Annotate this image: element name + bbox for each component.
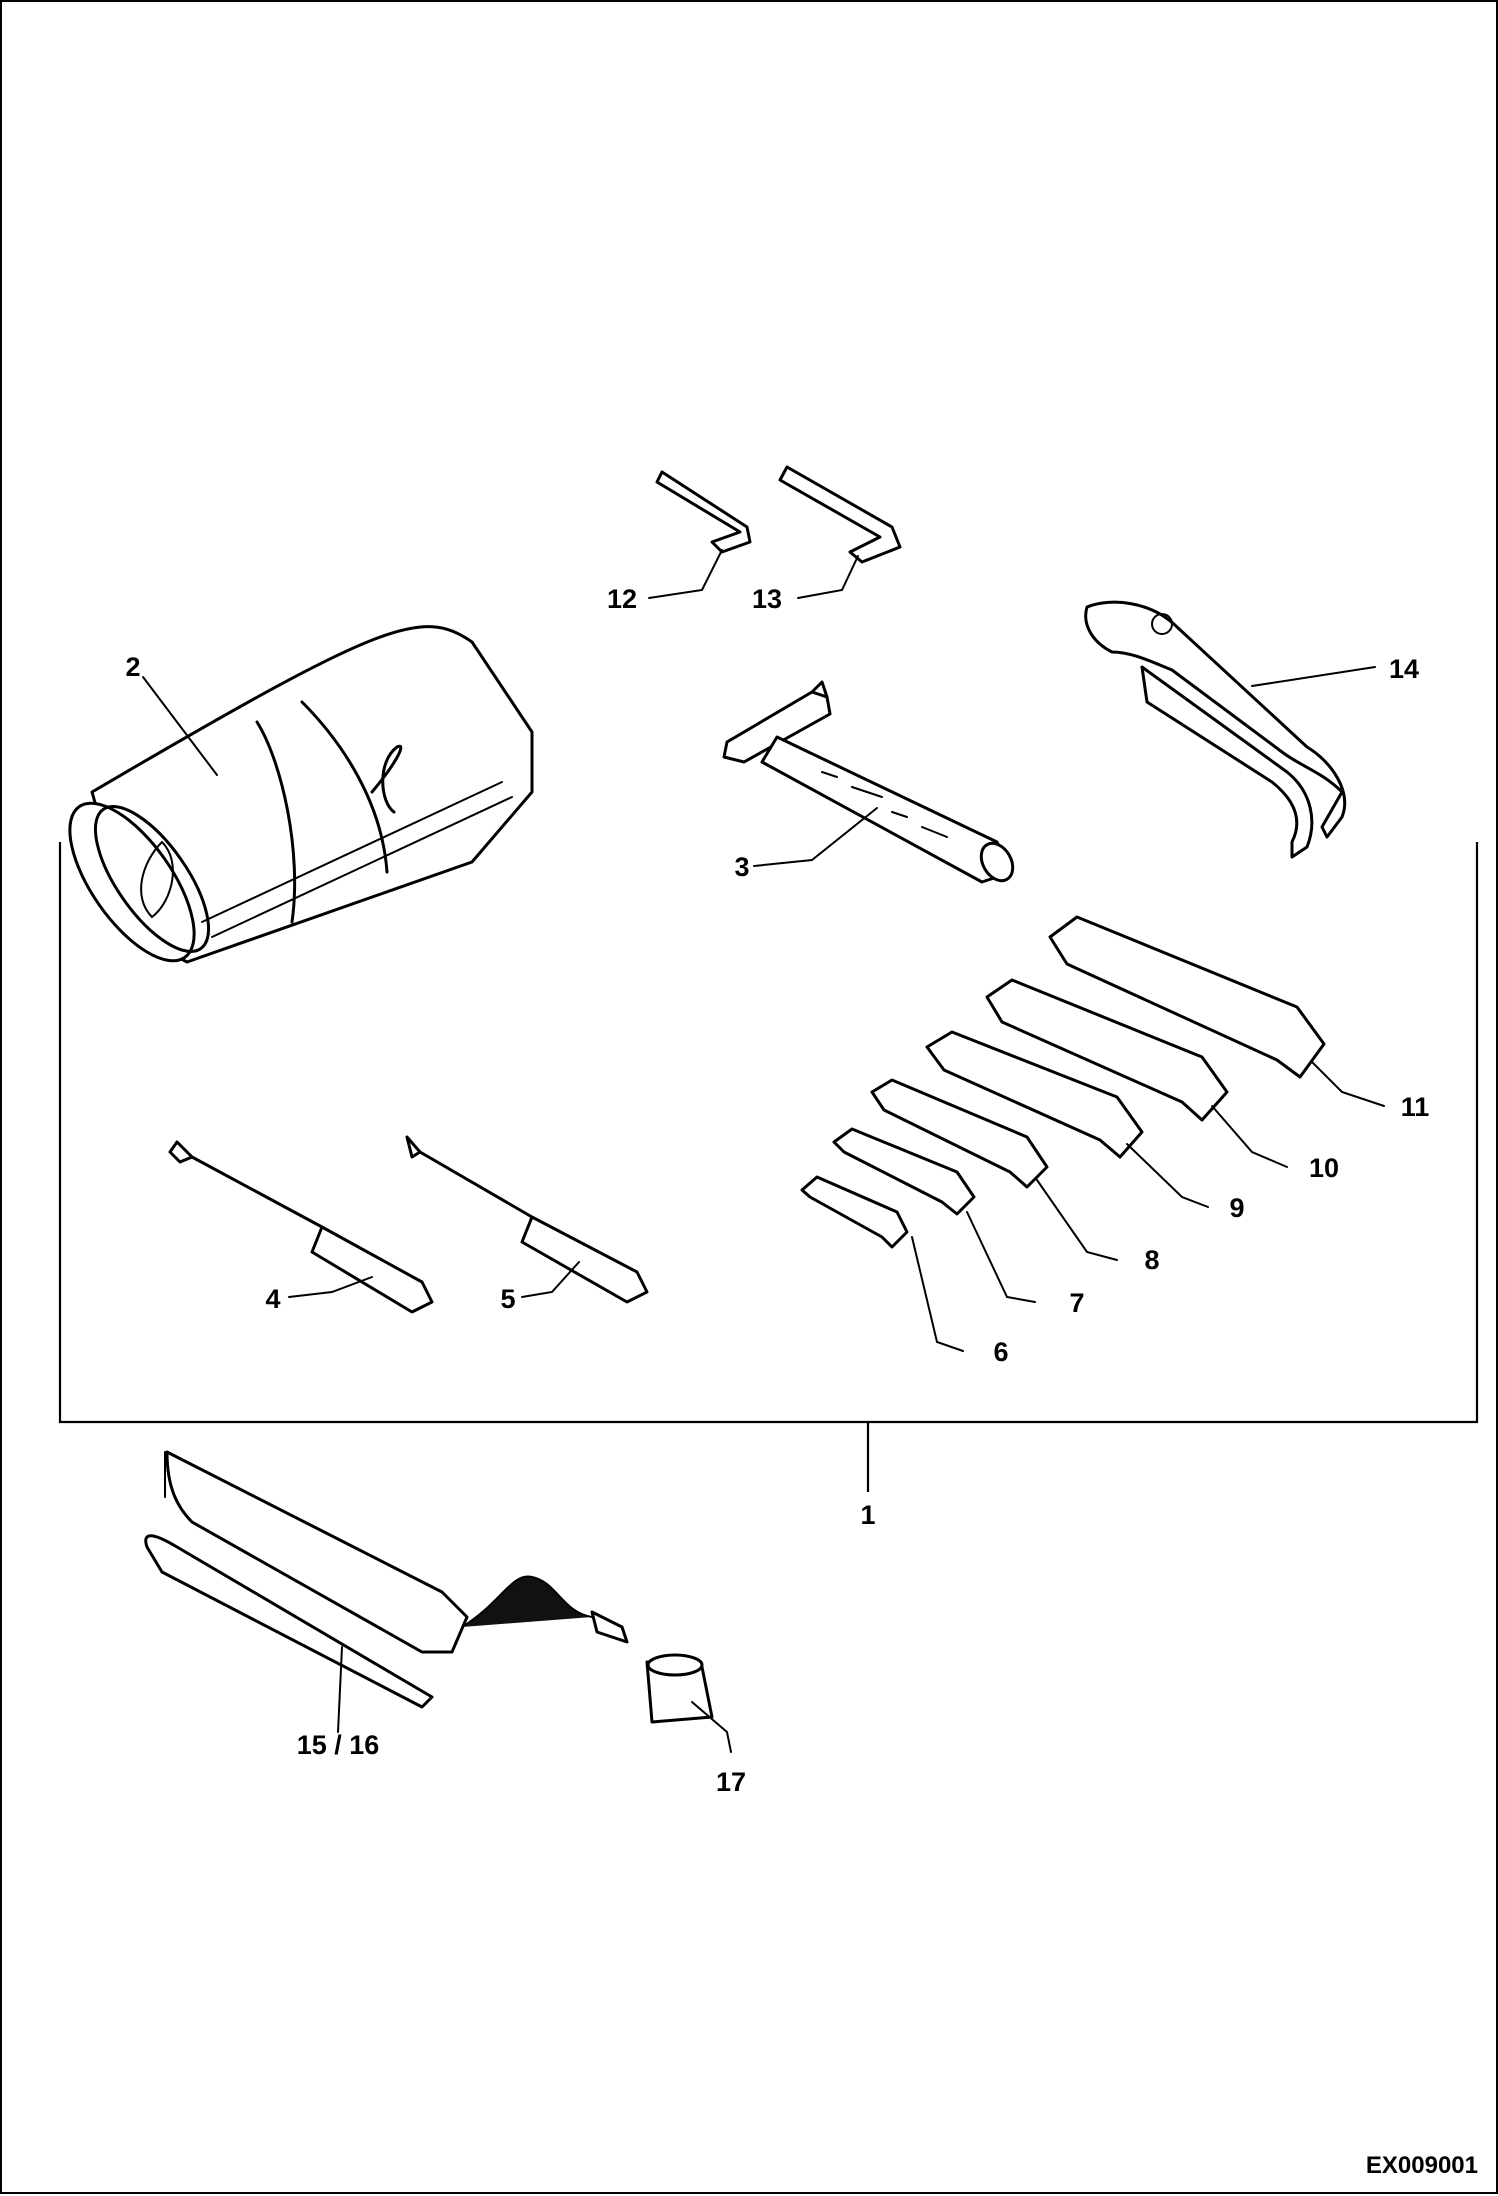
- hex-key-large-illustration: [778, 465, 902, 564]
- hammer-illustration: [722, 680, 1015, 884]
- kit-bracket: [58, 842, 1479, 1492]
- wrench-8-illustration: [870, 1078, 1049, 1189]
- callout-5: 5: [500, 1284, 515, 1314]
- hex-key-small-illustration: [655, 470, 752, 554]
- callout-6: 6: [993, 1337, 1008, 1367]
- grease-coupler-illustration: [645, 1653, 714, 1724]
- screwdriver-flat-illustration: [168, 1140, 434, 1314]
- wrench-10-illustration: [985, 978, 1229, 1122]
- callout-15-16: 15 / 16: [297, 1730, 380, 1760]
- pliers-illustration: [1084, 600, 1347, 859]
- callout-1: 1: [860, 1500, 875, 1530]
- wrench-7-illustration: [832, 1127, 976, 1216]
- callout-2: 2: [125, 652, 140, 682]
- callout-17: 17: [716, 1767, 746, 1797]
- callout-3: 3: [734, 852, 749, 882]
- callout-9: 9: [1229, 1193, 1244, 1223]
- callout-4: 4: [265, 1284, 280, 1314]
- wrench-9-illustration: [925, 1030, 1144, 1159]
- grease-gun-illustration: [144, 1450, 629, 1709]
- callout-10: 10: [1309, 1153, 1339, 1183]
- wrench-6-illustration: [800, 1175, 909, 1249]
- figure-code: EX009001: [1366, 2152, 1478, 2179]
- callout-13: 13: [752, 584, 782, 614]
- leader-lines: [142, 549, 1385, 1753]
- wrench-11-illustration: [1048, 915, 1326, 1079]
- screwdriver-phillips-illustration: [405, 1135, 649, 1304]
- callout-12: 12: [607, 584, 637, 614]
- callout-8: 8: [1144, 1245, 1159, 1275]
- callout-11: 11: [1401, 1092, 1430, 1122]
- callout-labels: 1 2 3 4 5 6 7 8 9 10 11 12 13 14 15 / 16…: [125, 584, 1429, 1797]
- callout-14: 14: [1389, 654, 1419, 684]
- tool-roll-illustration: [68, 625, 534, 964]
- callout-7: 7: [1069, 1288, 1084, 1318]
